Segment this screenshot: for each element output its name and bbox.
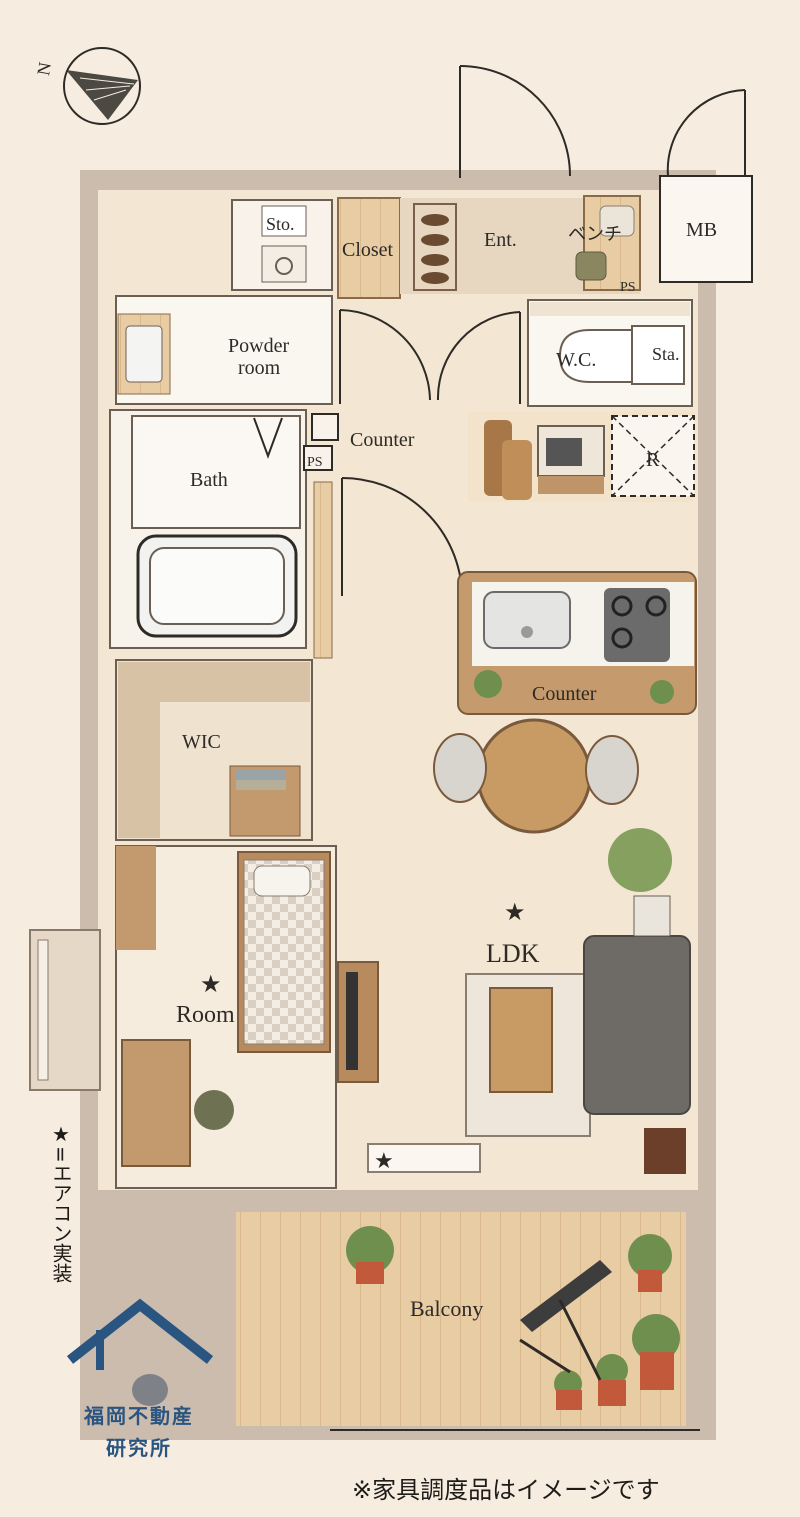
- label-storage: Sto.: [266, 214, 295, 234]
- label-wc: W.C.: [556, 349, 596, 371]
- label-wic: WIC: [182, 731, 221, 753]
- label-entrance: Ent.: [484, 229, 517, 251]
- compass-north-label: N: [33, 61, 55, 77]
- legend-text: =エアコン実装: [49, 1146, 73, 1283]
- label-pipe-space-bath: PS: [307, 455, 323, 470]
- aircon-star-room: ★: [200, 970, 222, 998]
- legend-star: ★: [49, 1122, 73, 1146]
- compass-icon: [63, 47, 141, 125]
- meter-box: [659, 175, 753, 283]
- kitchen-counter: [457, 571, 697, 715]
- wc-room: [527, 299, 693, 407]
- furniture-disclaimer: ※家具調度品はイメージです: [352, 1476, 660, 1504]
- label-wc-storage: Sta.: [652, 344, 680, 364]
- label-refrigerator: R: [646, 449, 660, 471]
- hall-counter: [311, 413, 339, 659]
- label-balcony: Balcony: [410, 1296, 483, 1321]
- label-bath: Bath: [190, 469, 228, 491]
- logo-line-1: 福岡不動産: [84, 1404, 194, 1428]
- label-powder-room-2: room: [238, 357, 281, 379]
- entrance-area: [400, 195, 641, 294]
- label-room: Room: [176, 1002, 235, 1028]
- label-meter-box: MB: [686, 219, 717, 241]
- label-powder-room-1: Powder: [228, 335, 289, 357]
- label-ldk: LDK: [486, 939, 540, 968]
- label-bench: ベンチ: [568, 224, 622, 245]
- kitchen-back: [468, 412, 695, 502]
- dining-set: [433, 718, 639, 834]
- bedroom: [115, 845, 379, 1189]
- closet: [337, 197, 401, 299]
- powder-room: [115, 295, 333, 405]
- aircon-star-ldk: ★: [504, 898, 526, 926]
- entrance-door: [459, 65, 746, 178]
- label-kitchen-counter: Counter: [532, 683, 597, 705]
- label-closet: Closet: [342, 239, 394, 261]
- bathroom: [109, 409, 333, 649]
- storage-area: [231, 199, 333, 291]
- company-logo: [66, 1298, 214, 1406]
- label-hall-counter: Counter: [350, 429, 415, 451]
- aircon-star-living-unit: ★: [374, 1149, 394, 1174]
- label-pipe-space-entrance: PS: [620, 280, 636, 295]
- walk-in-closet: [115, 659, 313, 841]
- living-area: [367, 828, 691, 1174]
- logo-line-2: 研究所: [106, 1436, 172, 1460]
- aircon-legend: ★=エアコン実装: [44, 1122, 73, 1283]
